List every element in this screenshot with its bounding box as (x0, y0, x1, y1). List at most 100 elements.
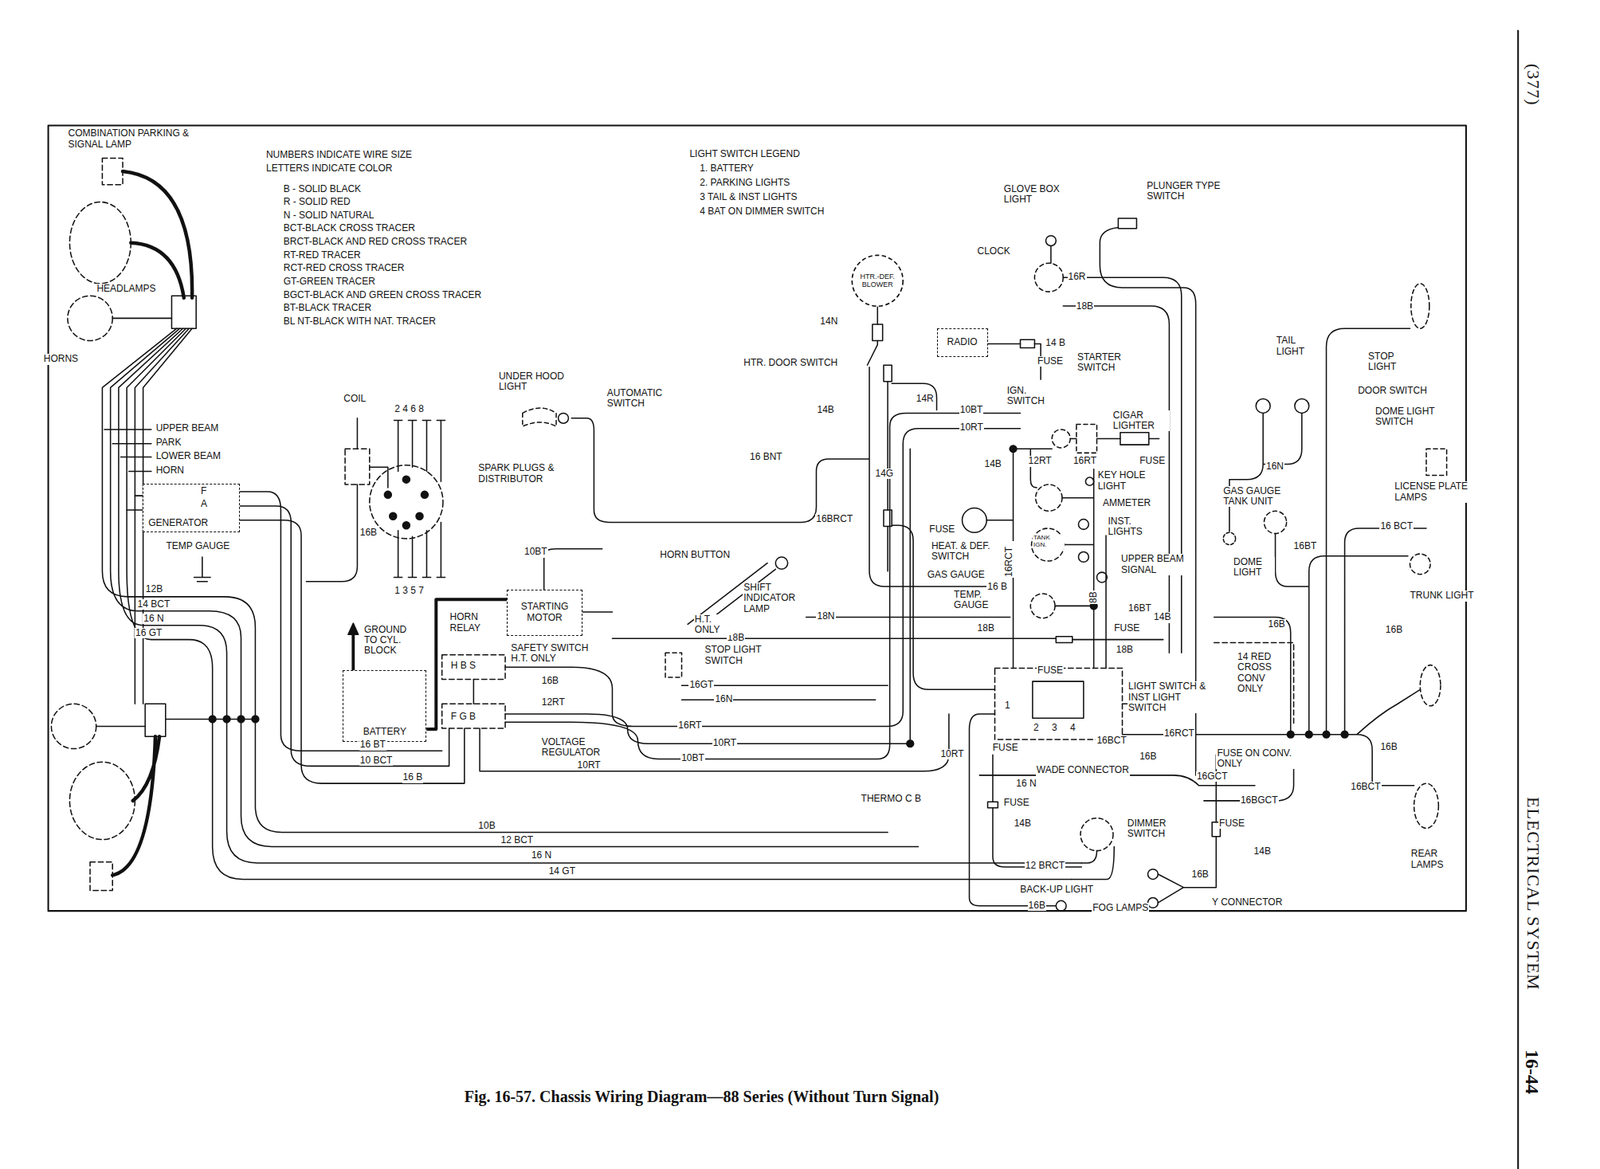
wire-label: 14B (1152, 611, 1172, 623)
wire-label: 14N (819, 316, 839, 327)
wire-label: 16 N (1015, 778, 1037, 789)
wire-label: INST. LIGHTS (1106, 516, 1157, 538)
plunger-switch-symbol (1117, 218, 1137, 229)
wire-label: AUTOMATIC SWITCH (606, 388, 680, 409)
wire-label: 16N (1265, 461, 1285, 472)
wire-label: H.T. ONLY (694, 614, 732, 636)
generator-box: GENERATOR (142, 483, 240, 533)
wire-label: 16BCT (1095, 735, 1127, 746)
ground-strap (351, 632, 355, 671)
wire-label: 14B (1013, 818, 1032, 829)
wire-label: 16 BCT (1379, 521, 1414, 532)
wire-label: 10RT (576, 760, 602, 771)
wire-label: 10RT (939, 749, 965, 760)
wire-label: BGCT-BLACK AND GREEN CROSS TRACER (282, 290, 483, 301)
trunk-light-symbol (1410, 553, 1432, 575)
page-marker: 16-44 (1521, 1048, 1543, 1095)
wire-label: BT-BLACK TRACER (282, 302, 373, 314)
column-wires (611, 563, 1163, 701)
wire-label: 16GCT (1196, 771, 1229, 782)
wire-label: 14 RED CROSS CONV ONLY (1236, 651, 1287, 695)
wire-label: 14B (1253, 846, 1272, 857)
wire-label: VOLTAGE REGULATOR (541, 737, 615, 758)
wire-label: SPARK PLUGS & DISTRIBUTOR (477, 462, 577, 484)
wire-label: 16B (1267, 619, 1287, 630)
wire-label: TRUNK LIGHT (1409, 590, 1475, 601)
wire-label: PARK (155, 437, 183, 448)
wire-label: 16B (1190, 869, 1209, 880)
temp-gauge-symbol (194, 556, 211, 582)
wire-label: FUSE (1218, 818, 1246, 829)
connector-symbols (872, 324, 892, 526)
wire-label: 16BT (1127, 603, 1153, 614)
wire-label: DIMMER SWITCH (1126, 818, 1185, 840)
battery-box: BATTERY (342, 670, 427, 742)
wire-label: A (200, 498, 208, 510)
wire-label: GT-GREEN TRACER (282, 276, 377, 287)
wire-label: HORN BUTTON (658, 549, 731, 561)
wire-label: 16B (1384, 624, 1404, 636)
blower-circle: HTR.-DEF. BLOWER (850, 254, 905, 308)
wire-label: 16B (1379, 741, 1398, 753)
convertible-outline (1214, 642, 1295, 726)
starting-motor-box: STARTING MOTOR (506, 589, 582, 636)
wire-label: B - SOLID BLACK (282, 184, 362, 195)
tank-unit-symbol (1263, 510, 1287, 534)
lamp-symbol (1148, 869, 1159, 880)
fuse-symbol (1020, 339, 1036, 348)
horn-symbol (50, 703, 96, 749)
wire-label: BRCT-BLACK AND RED CROSS TRACER (282, 236, 469, 248)
distributor-symbol (369, 465, 444, 539)
wire-label: Y CONNECTOR (1211, 897, 1283, 908)
coil-symbol (345, 448, 370, 485)
wire-label: TEMP. GAUGE (952, 589, 1001, 611)
wire-label: DOOR SWITCH (1356, 385, 1428, 397)
wire-label: 10RT (712, 737, 738, 749)
wire-label: 2 (1032, 722, 1040, 734)
wire-label: 16B (359, 527, 378, 538)
junction-dot (1305, 730, 1314, 739)
junction-dot (1340, 730, 1349, 739)
wire-label: FUSE ON CONV. ONLY (1215, 748, 1312, 769)
starter-switch-symbol (1076, 424, 1098, 454)
wire-label: 16 BNT (749, 451, 784, 463)
wire-label: HORN RELAY (448, 611, 497, 633)
page-rule (1517, 30, 1519, 1169)
wire-label: R - SOLID RED (282, 196, 352, 208)
wire-label: SHIFT INDICATOR LAMP (742, 582, 816, 615)
wire-label: GLOVE BOX LIGHT (1003, 184, 1077, 205)
wire-label: 16 N (530, 850, 553, 861)
ammeter-symbol (1035, 484, 1063, 511)
gas-gauge-symbol (1031, 528, 1065, 561)
wire-label: WADE CONNECTOR (1035, 764, 1130, 776)
wire-label: 1. BATTERY (698, 163, 755, 174)
wire-label: F G B (450, 711, 477, 722)
wire-label: 10RT (959, 422, 985, 433)
wire-label: 12RT (541, 697, 566, 708)
wire-label: IGN. SWITCH (1006, 385, 1055, 407)
wire-label: RCT-RED CROSS TRACER (282, 262, 406, 274)
horn-symbol (67, 295, 113, 341)
lamp-symbol (1046, 235, 1057, 247)
wire-label: LETTERS INDICATE COLOR (265, 163, 393, 174)
wire-label: AMMETER (1101, 498, 1152, 509)
wire-label: 14 B (1044, 337, 1067, 349)
rear-lamp-symbol (1419, 665, 1441, 706)
leader-lines (104, 429, 152, 471)
lamp-symbol (1078, 552, 1089, 563)
wire-label: FUSE (992, 742, 1020, 753)
wire-label: 16GT (688, 679, 714, 691)
wire-label: LIGHT SWITCH LEGEND (688, 149, 800, 160)
wire-label: THERMO C B (860, 793, 922, 804)
door-switch-symbol (1255, 399, 1271, 414)
ignition-wires (305, 418, 445, 582)
door-switch-symbol (1294, 399, 1310, 414)
wire-label: 18B (1075, 301, 1095, 312)
heater-wires (571, 306, 1005, 690)
wire-label: 14 GT (548, 866, 577, 877)
wire-label: 16 BT (359, 739, 387, 750)
junction-dot (905, 739, 914, 748)
wire-label: 2 4 6 8 (393, 403, 425, 415)
diagram-frame (48, 125, 1467, 911)
wire-label: 18N (815, 611, 836, 622)
